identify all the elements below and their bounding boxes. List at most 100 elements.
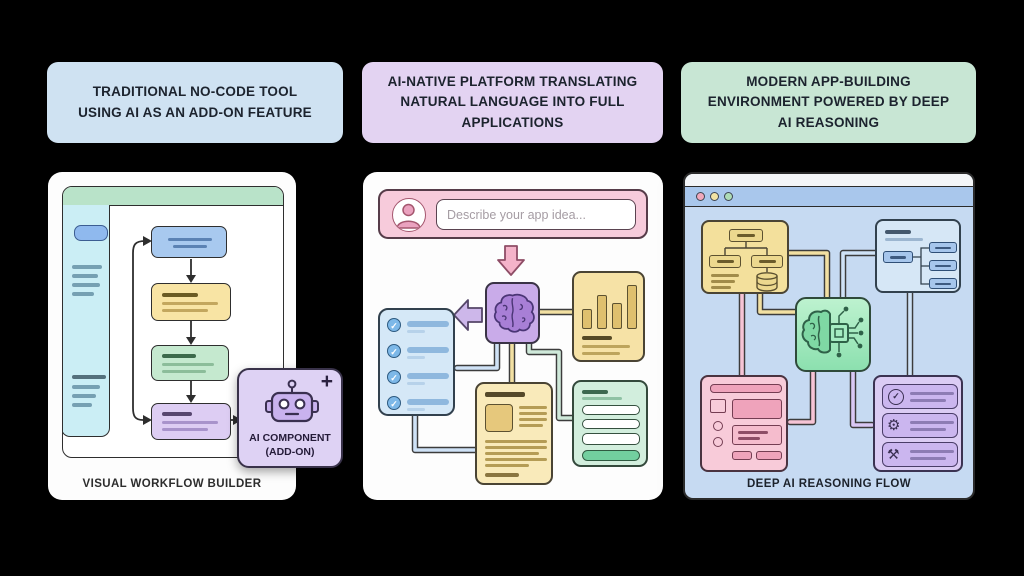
doc-text-line — [519, 418, 547, 421]
flow-node-blue[interactable] — [151, 226, 227, 258]
panel-deep-ai-reasoning: ✓ ⚙ ⚒ DEEP AI REASONING FLOW — [683, 172, 975, 500]
ui-circle — [713, 421, 723, 431]
task-text-line — [910, 392, 954, 395]
doc-text-line — [485, 464, 529, 467]
node-text-line — [162, 293, 198, 297]
tasks-card: ✓ ⚙ ⚒ — [873, 375, 963, 472]
tree-node-line — [935, 264, 951, 267]
sidebar-text-line — [72, 403, 92, 407]
tree-node — [929, 278, 957, 289]
org-node-line — [759, 260, 776, 263]
doc-text-line — [485, 458, 547, 461]
header-ai-native: AI-NATIVE PLATFORM TRANSLATING NATURAL L… — [362, 62, 663, 143]
component-tree-card — [875, 219, 961, 293]
checklist-line — [407, 373, 449, 379]
chart-bar — [597, 295, 607, 329]
flow-node-purple[interactable] — [151, 403, 231, 440]
task-text-line — [910, 399, 946, 402]
form-text-line — [582, 397, 622, 400]
chart-bar — [612, 303, 622, 329]
window-dot-red[interactable] — [696, 192, 705, 201]
doc-image-placeholder — [485, 404, 513, 432]
app-idea-input[interactable] — [436, 199, 636, 230]
form-input[interactable] — [582, 419, 640, 429]
panel-ai-native-platform: ✓ ✓ ✓ ✓ — [363, 172, 663, 500]
panel-visual-workflow-builder: + AI COMPONENT (ADD-ON) VISUAL WORKFLOW … — [48, 172, 343, 500]
robot-icon — [265, 379, 319, 423]
window-title-bar — [63, 187, 283, 206]
sidebar-text-line — [72, 274, 98, 278]
window-dot-yellow[interactable] — [710, 192, 719, 201]
checklist-line — [407, 347, 449, 353]
org-node — [729, 229, 763, 242]
node-text-line — [162, 428, 208, 431]
ui-text-block — [732, 425, 782, 445]
ai-brain-node — [485, 282, 540, 344]
window-dot-green[interactable] — [724, 192, 733, 201]
down-arrow-icon — [497, 245, 525, 276]
right-panel-caption: DEEP AI REASONING FLOW — [746, 478, 912, 490]
header-traditional-nocode: TRADITIONAL NO-CODE TOOL USING AI AS AN … — [47, 62, 343, 143]
ui-content-block — [732, 399, 782, 419]
task-row: ⚙ — [882, 413, 958, 438]
org-text-line — [711, 274, 739, 277]
checklist-subline — [407, 408, 425, 411]
browser-title-bar — [685, 186, 973, 207]
check-icon: ✓ — [387, 344, 401, 358]
tools-icon: ⚒ — [887, 446, 900, 462]
prompt-bar — [378, 189, 648, 239]
ai-chip-brain-node — [795, 297, 871, 372]
workflow-app-window — [62, 186, 284, 458]
ui-circle — [713, 437, 723, 447]
tree-node — [929, 260, 957, 271]
node-text-line — [162, 302, 218, 305]
chart-bar — [582, 309, 592, 329]
checklist-subline — [407, 382, 425, 385]
checklist-line — [407, 399, 449, 405]
chart-text-line — [582, 352, 620, 355]
flow-node-green[interactable] — [151, 345, 229, 381]
form-submit-button[interactable] — [582, 450, 640, 461]
sidebar-text-line — [72, 385, 100, 389]
sidebar-text-line — [72, 265, 102, 269]
task-row: ⚒ — [882, 442, 958, 467]
sidebar-button[interactable] — [74, 225, 108, 241]
ai-component-card[interactable]: + AI COMPONENT (ADD-ON) — [237, 368, 343, 468]
reasoning-pipes — [738, 249, 914, 429]
doc-text-line — [519, 424, 543, 427]
sidebar-text-line — [72, 375, 106, 379]
checklist-subline — [407, 356, 425, 359]
flow-node-yellow[interactable] — [151, 283, 231, 321]
workflow-connectors — [132, 236, 242, 425]
ui-sidebar-block — [710, 399, 726, 413]
check-icon: ✓ — [387, 396, 401, 410]
node-text-line — [162, 421, 218, 424]
node-text-line — [173, 245, 207, 248]
org-connectors — [724, 242, 768, 272]
form-input[interactable] — [582, 433, 640, 445]
sidebar-text-line — [72, 292, 94, 296]
org-node — [709, 255, 741, 268]
ai-card-subtitle: (ADD-ON) — [265, 446, 315, 458]
ui-button[interactable] — [756, 451, 782, 460]
doc-text-line — [519, 412, 547, 415]
doc-text-line — [485, 440, 547, 443]
chart-text-line — [582, 345, 630, 348]
checklist-subline — [407, 330, 425, 333]
node-text-line — [162, 309, 208, 312]
doc-text-line — [485, 473, 519, 477]
tree-node-line — [890, 256, 906, 259]
checklist-line — [407, 321, 449, 327]
ui-text-line — [738, 431, 768, 434]
form-input[interactable] — [582, 405, 640, 415]
form-card — [572, 380, 648, 467]
user-avatar-icon — [392, 198, 426, 232]
check-icon: ✓ — [888, 389, 904, 405]
ui-text-line — [738, 437, 760, 440]
node-text-line — [162, 354, 196, 358]
chart-text-line — [582, 336, 612, 340]
ui-button[interactable] — [732, 451, 752, 460]
task-text-line — [910, 450, 954, 453]
org-node-line — [717, 260, 734, 263]
